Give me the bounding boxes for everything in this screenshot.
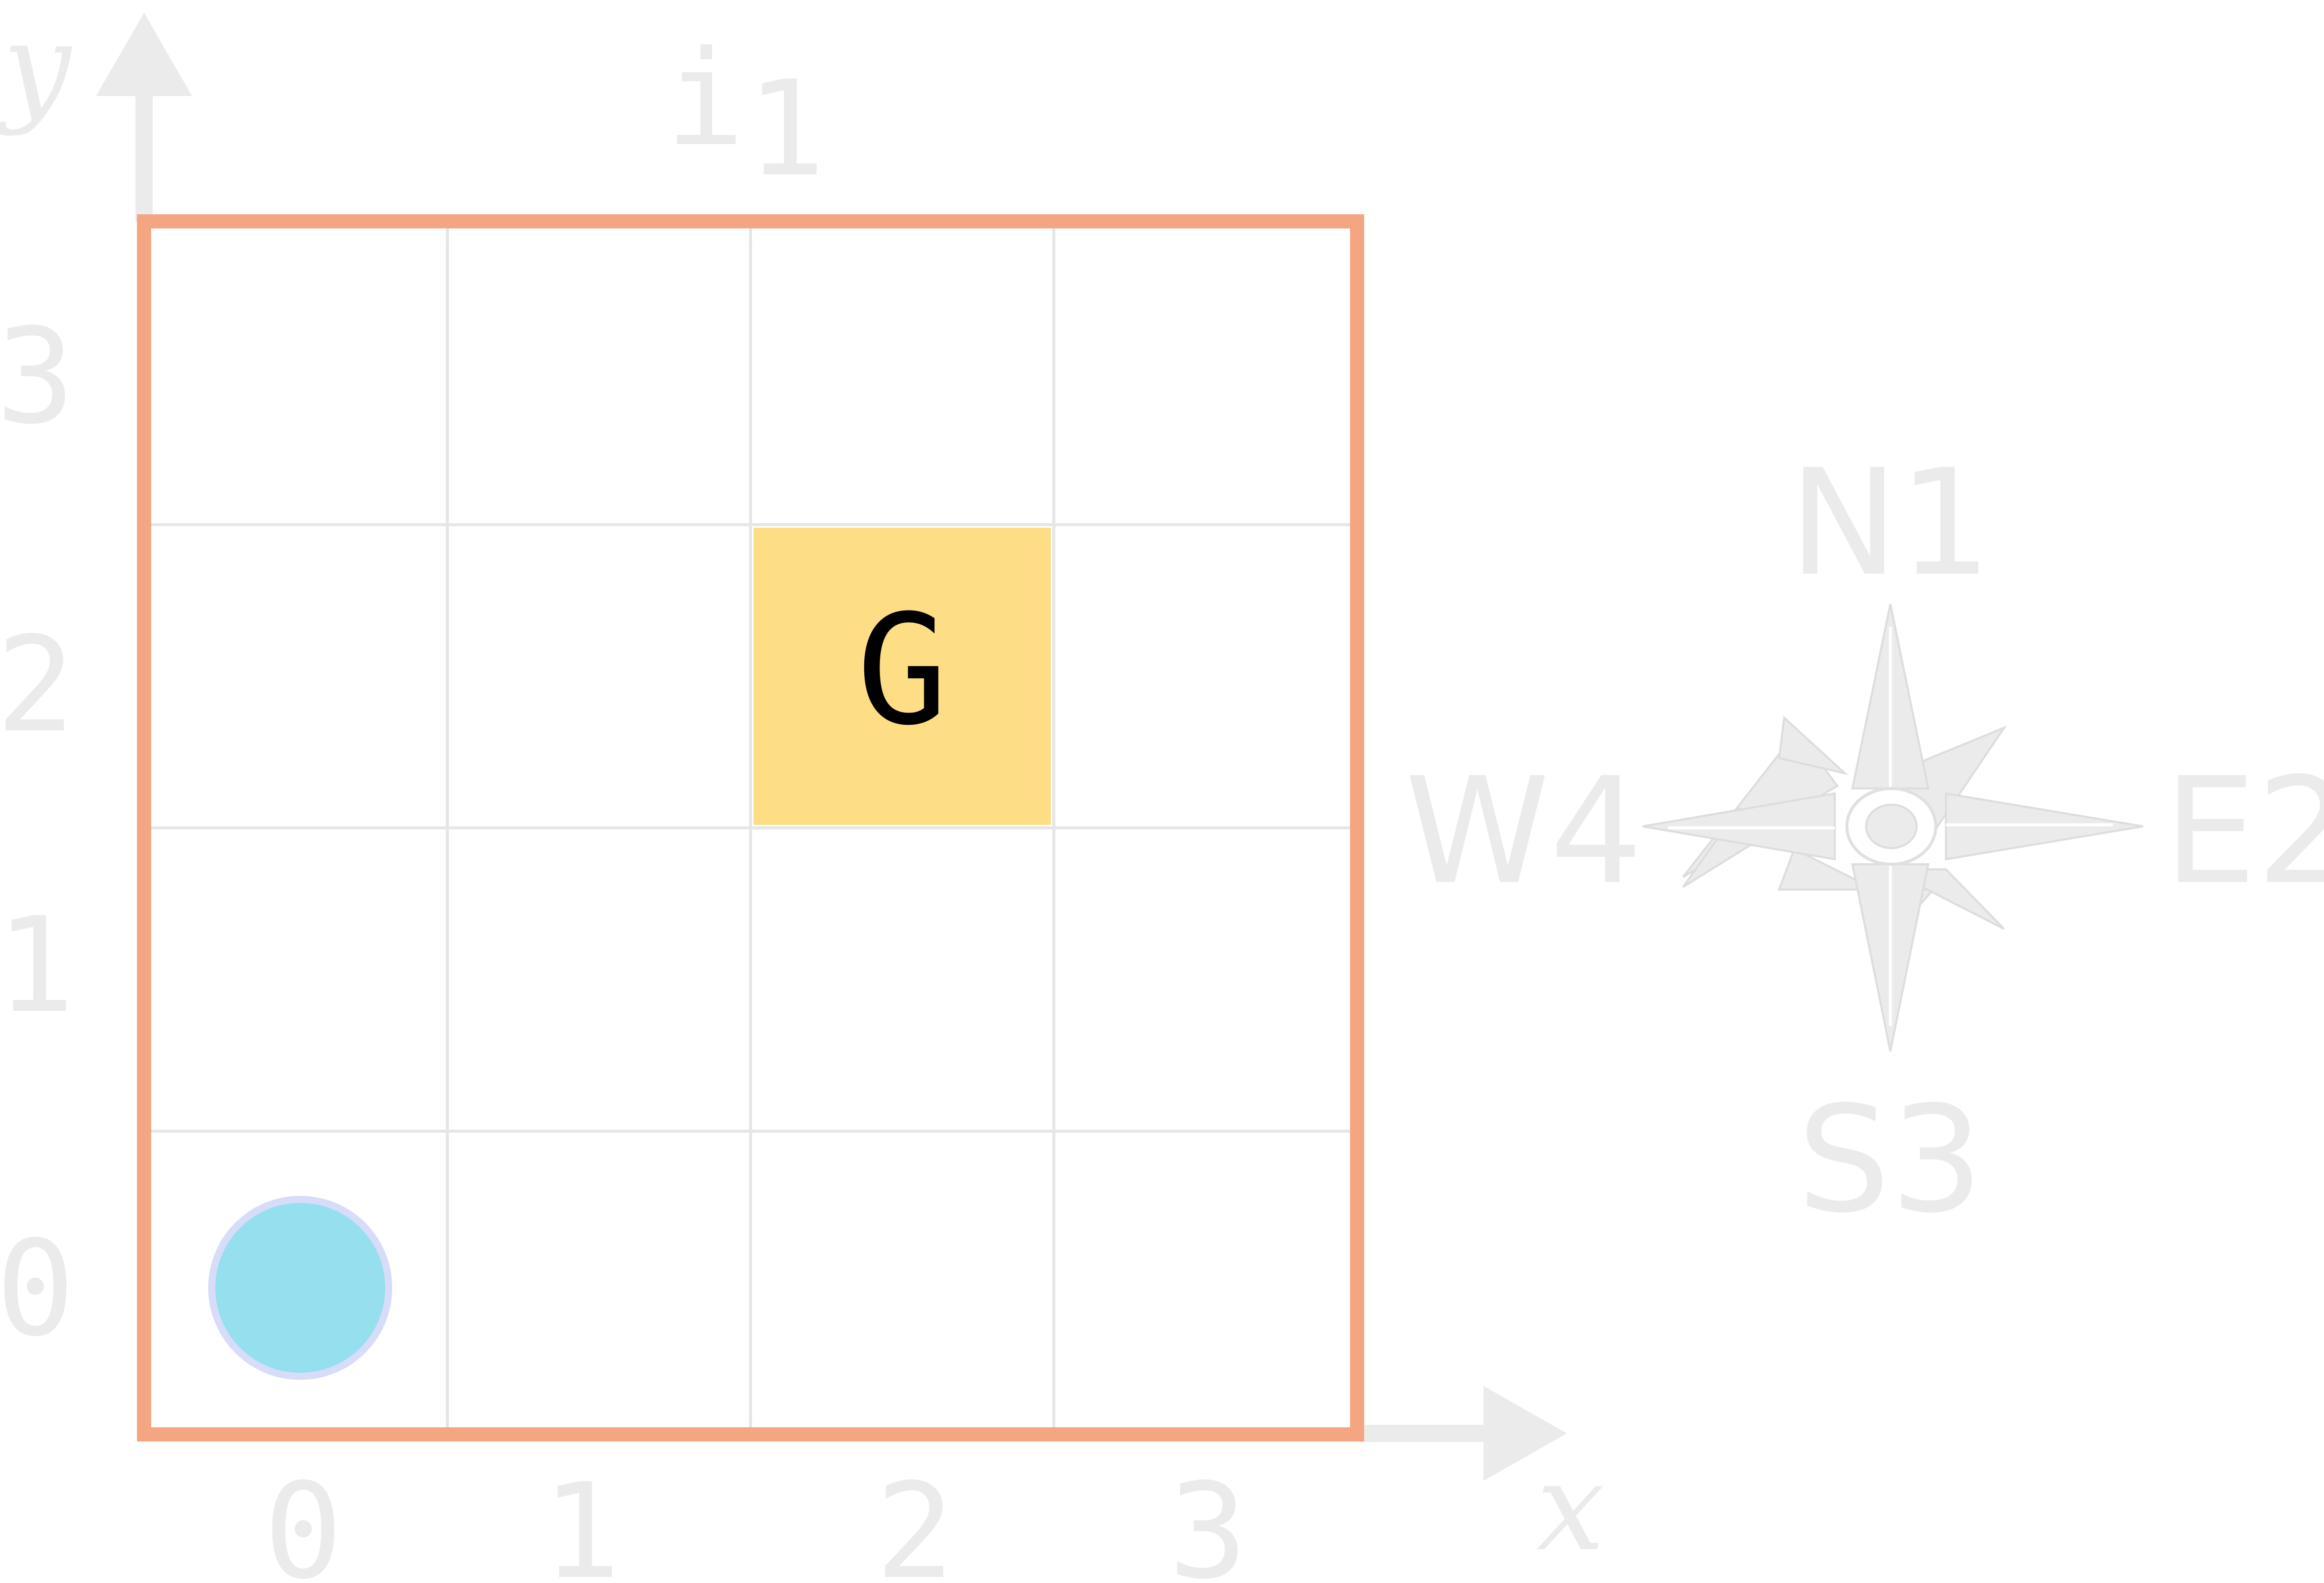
y-tick-label: 2 (0, 609, 75, 762)
compass-west-label: W4 (1405, 747, 1643, 917)
indicator-letter: i (666, 23, 745, 175)
y-tick-label: 1 (0, 890, 75, 1042)
grid-border (137, 214, 1364, 1441)
agent-circle (208, 1196, 392, 1380)
indicator-value: 1 (747, 53, 826, 206)
x-axis-arrowhead (1483, 1386, 1567, 1481)
y-axis-arrowhead (96, 13, 192, 96)
compass-rose: N1 E2 S3 W4 (1405, 438, 2324, 1245)
x-axis-label: x (1537, 1436, 1605, 1578)
compass-south-label: S3 (1797, 1075, 1984, 1245)
goal-label: G (857, 582, 948, 759)
x-axis: x (1360, 1386, 1605, 1578)
goal-cell: G (754, 528, 1051, 825)
compass-star-icon (1642, 603, 2144, 1052)
x-tick-label: 3 (1169, 1456, 1248, 1583)
x-tick-labels: 0 1 2 3 (264, 1456, 1248, 1583)
x-tick-label: 1 (542, 1456, 621, 1583)
goal-square (754, 528, 1051, 825)
x-tick-label: 2 (875, 1456, 955, 1583)
step-indicator: i 1 (666, 23, 826, 206)
y-tick-labels: 0 1 2 3 (0, 301, 75, 1366)
compass-east-label: E2 (2164, 747, 2324, 917)
y-axis-label: y (0, 0, 73, 137)
x-tick-label: 0 (264, 1456, 343, 1583)
compass-north-label: N1 (1789, 438, 1991, 609)
y-axis: y (0, 0, 192, 222)
y-tick-label: 0 (0, 1213, 75, 1366)
y-tick-label: 3 (0, 301, 75, 453)
